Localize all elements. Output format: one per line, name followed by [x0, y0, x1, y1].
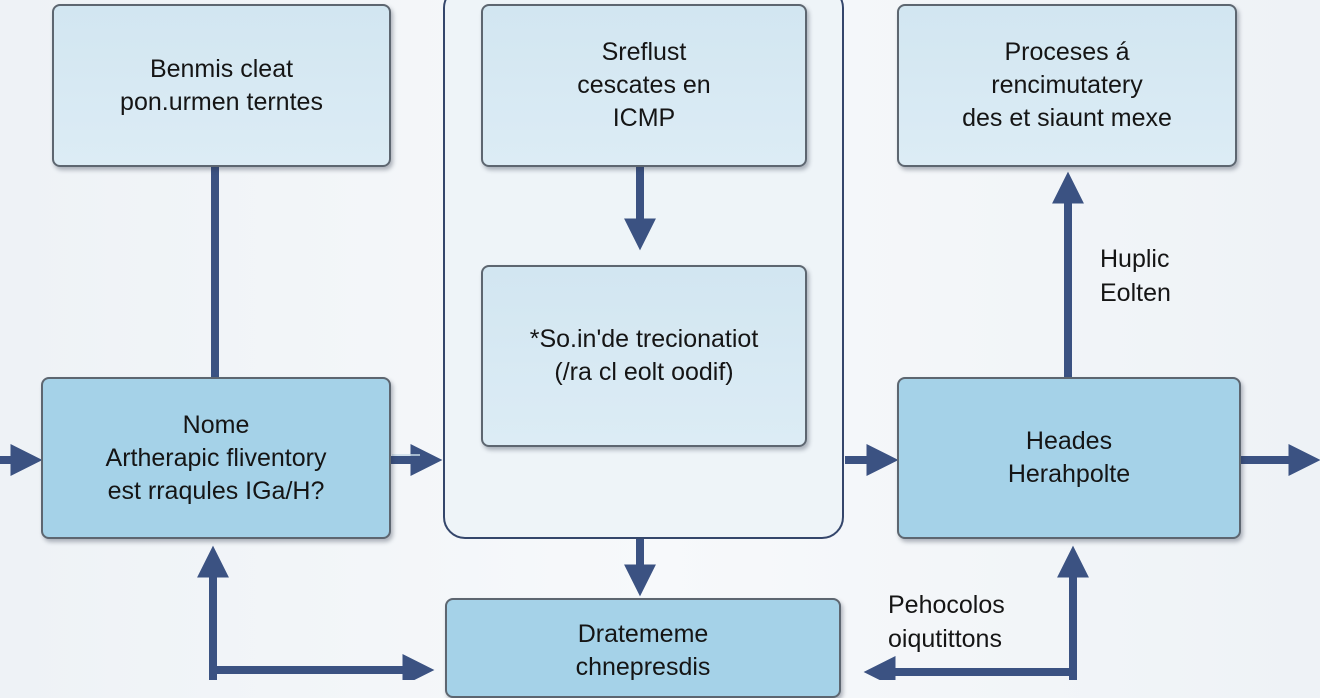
node-middle-left-text: Nome Artherapic fliventory est rraqules …	[105, 410, 327, 505]
connector-layer	[0, 166, 1320, 680]
node-middle-left: Nome Artherapic fliventory est rraqules …	[41, 377, 391, 539]
node-top-center: Sreflust cescates en ICMP	[481, 4, 807, 167]
node-middle-right: Heades Herahpolte	[897, 377, 1241, 539]
node-middle-right-text: Heades Herahpolte	[1007, 427, 1131, 488]
node-bottom-center-text: Dratememe chnepresdis	[575, 620, 711, 681]
node-bottom-center: Dratememe chnepresdis	[445, 598, 841, 698]
node-middle-center-text: *So.in'de trecionatiot (/ra cl eolt oodi…	[529, 325, 759, 386]
node-middle-center: *So.in'de trecionatiot (/ra cl eolt oodi…	[481, 265, 807, 447]
edge-label-right-vertical: Huplic Eolten	[1100, 245, 1171, 307]
node-top-right: Proceses á rencimutatery des et siaunt m…	[897, 4, 1237, 167]
node-top-left-text: Benmis cleat pon.urmen terntes	[120, 54, 323, 116]
node-top-right-text: Proceses á rencimutatery des et siaunt m…	[962, 38, 1172, 132]
edge-label-bottom-right: Pehocolos oiqutittons	[888, 591, 1005, 653]
node-top-left: Benmis cleat pon.urmen terntes	[52, 4, 391, 167]
node-top-center-text: Sreflust cescates en ICMP	[577, 38, 711, 132]
